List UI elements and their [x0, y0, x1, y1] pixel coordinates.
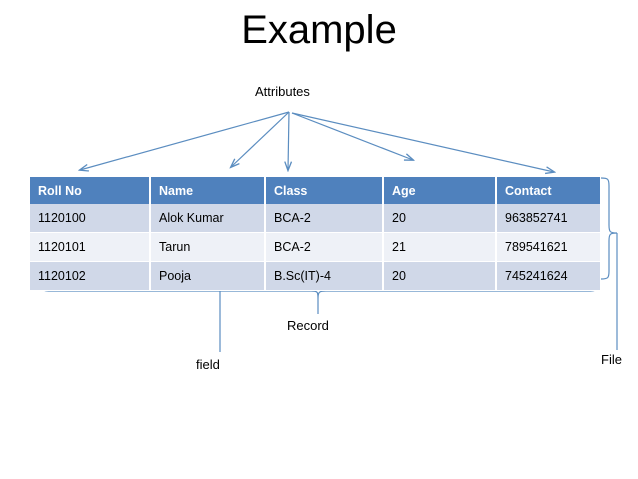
- cell-contact: 745241624: [496, 261, 600, 291]
- cell-age: 20: [383, 261, 497, 291]
- data-table: Roll No Name Class Age Contact 1120100 A…: [30, 177, 600, 291]
- arrow-to-roll-no: [80, 111, 290, 170]
- table-header-row: Roll No Name Class Age Contact: [30, 177, 600, 204]
- cell-class: B.Sc(IT)-4: [265, 261, 384, 291]
- arrow-to-age: [291, 112, 413, 160]
- arrow-to-class: [288, 111, 289, 170]
- cell-roll-no: 1120100: [30, 204, 151, 233]
- file-label: File: [601, 352, 622, 367]
- table-row: 1120101 Tarun BCA-2 21 789541621: [30, 232, 600, 262]
- cell-age: 21: [383, 232, 497, 262]
- column-header-name: Name: [150, 177, 266, 204]
- table-row: 1120102 Pooja B.Sc(IT)-4 20 745241624: [30, 261, 600, 291]
- file-brace: [600, 177, 618, 280]
- cell-roll-no: 1120102: [30, 261, 151, 291]
- column-header-contact: Contact: [496, 177, 600, 204]
- cell-contact: 963852741: [496, 204, 600, 233]
- cell-class: BCA-2: [265, 204, 384, 233]
- attributes-label: Attributes: [255, 84, 310, 99]
- column-header-class: Class: [265, 177, 384, 204]
- cell-class: BCA-2: [265, 232, 384, 262]
- cell-roll-no: 1120101: [30, 232, 151, 262]
- cell-contact: 789541621: [496, 232, 600, 262]
- arrow-to-contact: [291, 112, 554, 172]
- attribute-arrows: [80, 111, 554, 172]
- column-header-age: Age: [383, 177, 497, 204]
- cell-name: Tarun: [150, 232, 266, 262]
- column-header-roll-no: Roll No: [30, 177, 151, 204]
- cell-name: Pooja: [150, 261, 266, 291]
- arrow-to-name: [231, 111, 290, 167]
- field-label: field: [196, 357, 220, 372]
- record-label: Record: [287, 318, 329, 333]
- cell-name: Alok Kumar: [150, 204, 266, 233]
- page-title: Example: [241, 8, 397, 52]
- table-row: 1120100 Alok Kumar BCA-2 20 963852741: [30, 204, 600, 233]
- cell-age: 20: [383, 204, 497, 233]
